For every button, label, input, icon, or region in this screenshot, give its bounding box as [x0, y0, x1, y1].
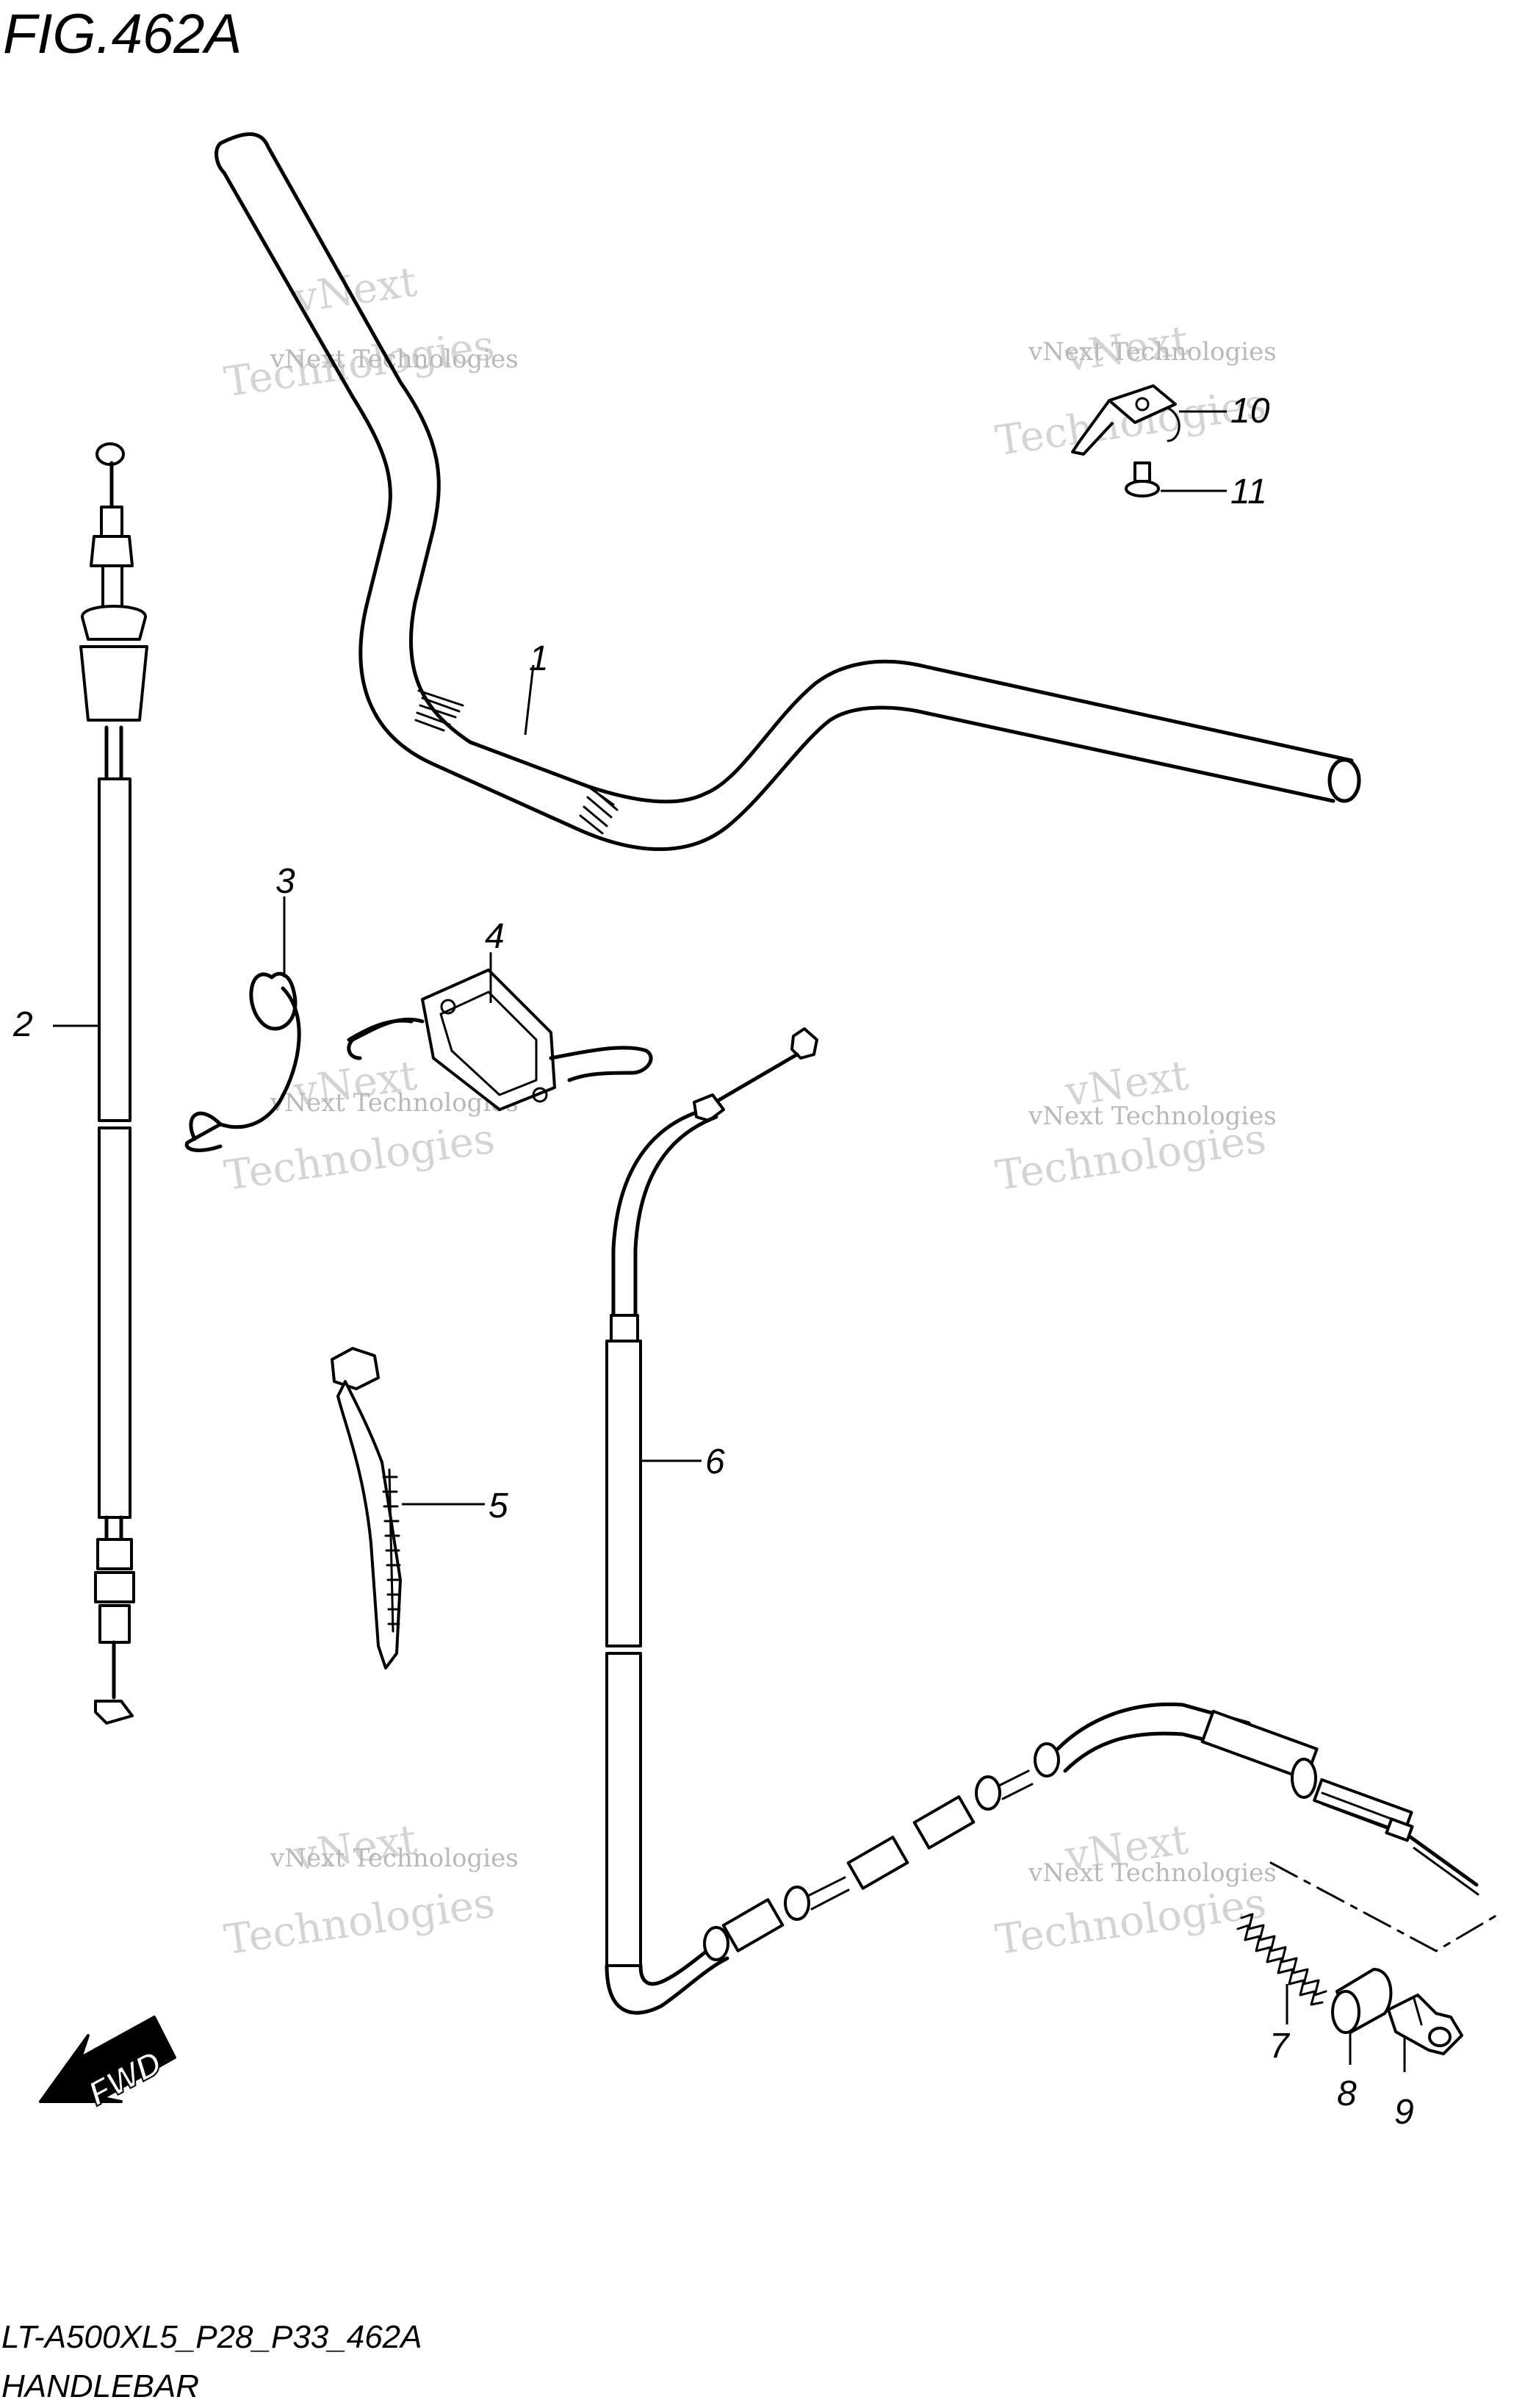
- part-screw: [1125, 461, 1160, 497]
- watermark-large: Technologies: [221, 1115, 497, 1200]
- callout-1: 1: [529, 639, 549, 678]
- part-cable-left: [79, 442, 148, 1725]
- callout-8: 8: [1337, 2074, 1357, 2113]
- callout-9: 9: [1394, 2093, 1414, 2132]
- callout-5: 5: [489, 1487, 508, 1525]
- model-code: LT-A500XL5_P28_P33_462A: [1, 2319, 422, 2355]
- callout-7: 7: [1269, 2027, 1291, 2066]
- leader-1: [524, 664, 535, 736]
- callout-11: 11: [1230, 472, 1267, 511]
- watermark-text: vNext Technologies: [1028, 1858, 1277, 1888]
- watermark-text: vNext Technologies: [1028, 1101, 1277, 1131]
- assembly-dashline: [1269, 1861, 1500, 1952]
- watermark-text: vNext Technologies: [1028, 337, 1277, 367]
- watermark-small: vNext: [290, 258, 420, 323]
- figure-caption: HANDLEBAR: [1, 2368, 199, 2404]
- part-cable-tie: [331, 1347, 402, 1670]
- watermark-group: vNext Technologies vNext Technologies vN…: [221, 258, 1277, 1964]
- figure-title: FIG.462A: [3, 3, 242, 65]
- watermark-large: Technologies: [992, 1879, 1269, 1964]
- watermark-text: vNext Technologies: [270, 1844, 519, 1873]
- callout-3: 3: [275, 862, 295, 901]
- part-end-fitting: [1387, 1994, 1463, 2055]
- part-clip-wire: [184, 971, 301, 1152]
- callout-2: 2: [12, 1005, 33, 1044]
- fwd-arrow-icon: FWD: [39, 2016, 176, 2113]
- part-bracket: [1071, 384, 1180, 456]
- part-cable-long: [605, 1027, 1479, 2015]
- part-spring: [1236, 1913, 1327, 2006]
- callout-6: 6: [705, 1442, 725, 1481]
- part-collar: [1331, 1968, 1393, 2034]
- callout-4: 4: [485, 917, 505, 956]
- watermark-large: Technologies: [221, 1879, 497, 1964]
- callout-10: 10: [1230, 392, 1270, 431]
- handlebar-knurl: [414, 689, 619, 835]
- part-clamp: [347, 968, 653, 1111]
- part-handlebar: [215, 132, 1361, 852]
